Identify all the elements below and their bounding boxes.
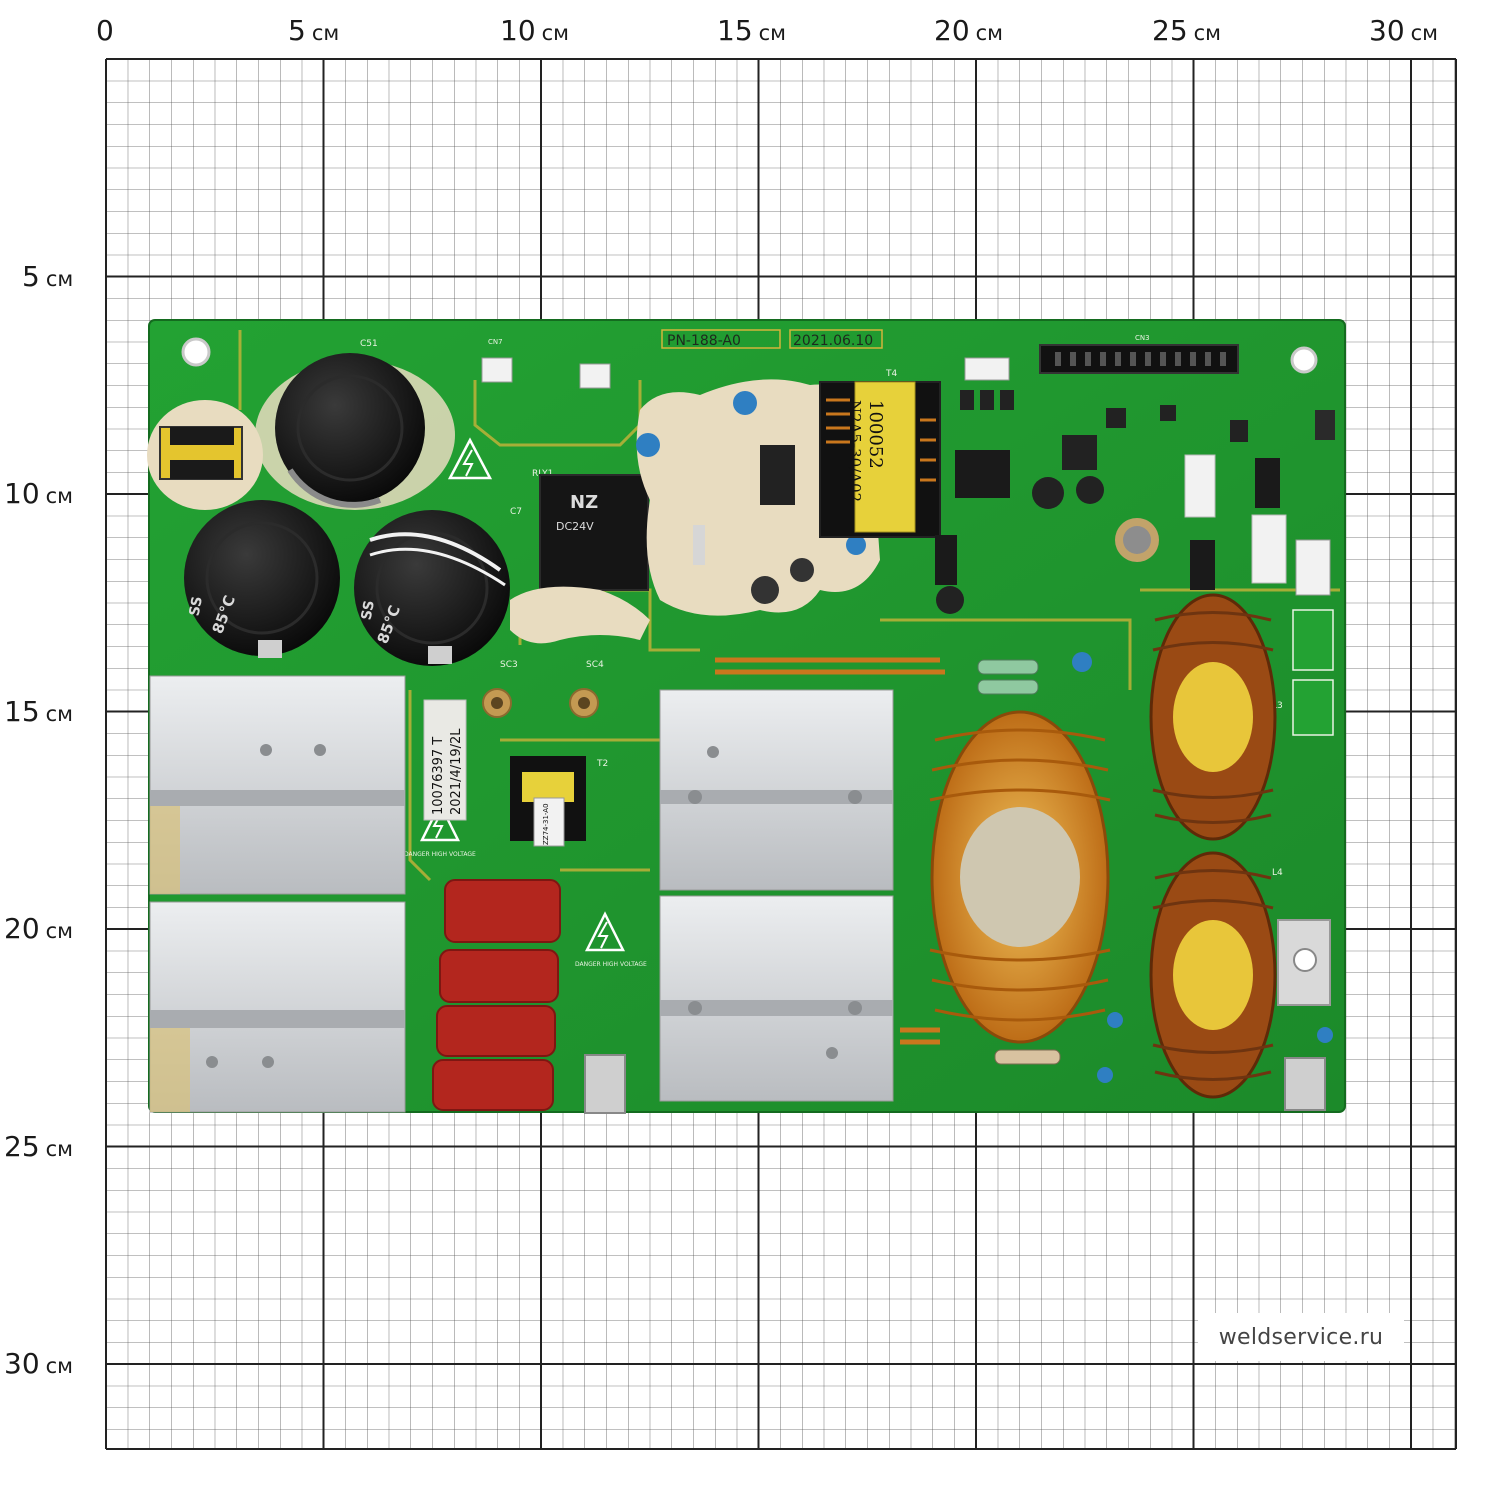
lot-date: 2021/4/19/2L bbox=[449, 728, 464, 815]
t2-label: T2 bbox=[596, 759, 608, 769]
x-cap-4 bbox=[432, 1059, 554, 1111]
bulk-capacitors: 85°C SS 85°C SS bbox=[184, 353, 510, 666]
x-cap-1 bbox=[444, 879, 561, 943]
heatsink-left-upper bbox=[149, 675, 406, 895]
l4-label: L4 bbox=[1272, 868, 1283, 878]
sc4-label: SC4 bbox=[586, 660, 604, 670]
ground-terminal bbox=[584, 919, 1333, 1114]
part-number-label: PN-188-A0 bbox=[667, 333, 741, 349]
toroid-inductor-t1 bbox=[929, 710, 1111, 1044]
mount-hole-top-left bbox=[181, 337, 211, 367]
part-number-box bbox=[661, 329, 781, 349]
connector-cn3-right bbox=[1292, 609, 1334, 671]
x-cap-3 bbox=[436, 1005, 556, 1057]
toroid-inductor-l4: L4 bbox=[1149, 851, 1283, 1099]
control-circuitry bbox=[481, 344, 1335, 736]
relay-brand: NZ bbox=[570, 492, 598, 513]
relay-rly1: RLY1 NZ DC24V C7 bbox=[510, 469, 649, 591]
l3-label: L3 bbox=[1272, 701, 1283, 711]
c51-label: C51 bbox=[360, 339, 378, 349]
heatsink-mid-lower bbox=[659, 895, 894, 1102]
power-resistors bbox=[977, 652, 1123, 1083]
transformer-code: 100052 bbox=[865, 400, 886, 469]
date-code-label: 2021.06.10 bbox=[793, 333, 873, 349]
relay-voltage: DC24V bbox=[556, 520, 594, 533]
watermark-site-name: weldservice.ru bbox=[1198, 1313, 1404, 1361]
connector-cn1 bbox=[964, 357, 1010, 381]
transformer-t2: T2 ZZ74-31-A0 bbox=[510, 756, 608, 847]
high-voltage-warning-icon bbox=[447, 437, 493, 480]
x-capacitors bbox=[432, 879, 561, 1111]
heatsink-mid-upper bbox=[659, 689, 894, 891]
danger-warning-icon-lower: DANGER HIGH VOLTAGE bbox=[575, 911, 647, 968]
copper-jumpers bbox=[715, 657, 945, 1045]
connector-cn7 bbox=[481, 357, 513, 383]
date-code-box bbox=[789, 329, 883, 349]
power-mosfet bbox=[760, 445, 795, 505]
transformer-model: N2A5-30/A02 bbox=[846, 400, 864, 502]
cap-right-series: SS bbox=[359, 599, 378, 621]
cn3-label: CN3 bbox=[1135, 334, 1150, 342]
pcb-board: PN-188-A0 2021.06.10 CN7 CN3 C51 85°C SS bbox=[147, 319, 1346, 1114]
x-cap-2 bbox=[439, 949, 559, 1003]
lot-code: 10076397 T bbox=[431, 737, 446, 815]
screw-terminals: SC3 SC4 bbox=[482, 660, 604, 718]
cn7-label: CN7 bbox=[488, 338, 503, 346]
danger-text-mid: DANGER HIGH VOLTAGE bbox=[404, 851, 476, 858]
connector-cn6 bbox=[579, 363, 611, 389]
aux-transformer bbox=[147, 400, 263, 510]
cap-left-series: SS bbox=[187, 595, 206, 617]
mount-hole-top-right bbox=[1290, 346, 1318, 374]
transformer-t4: T4 100052 N2A5-30/A02 bbox=[819, 369, 941, 538]
t2-code: ZZ74-31-A0 bbox=[542, 803, 550, 845]
sc3-label: SC3 bbox=[500, 660, 518, 670]
t4-label: T4 bbox=[885, 369, 897, 379]
lot-label bbox=[423, 699, 467, 821]
x-tick-0: 0 bbox=[96, 14, 114, 47]
danger-text-lower: DANGER HIGH VOLTAGE bbox=[575, 961, 647, 968]
toroid-inductor-l3: L3 bbox=[1149, 593, 1283, 841]
connector-side bbox=[1295, 539, 1331, 596]
heatsink-left-lower bbox=[149, 901, 406, 1113]
c7-label: C7 bbox=[510, 507, 522, 517]
